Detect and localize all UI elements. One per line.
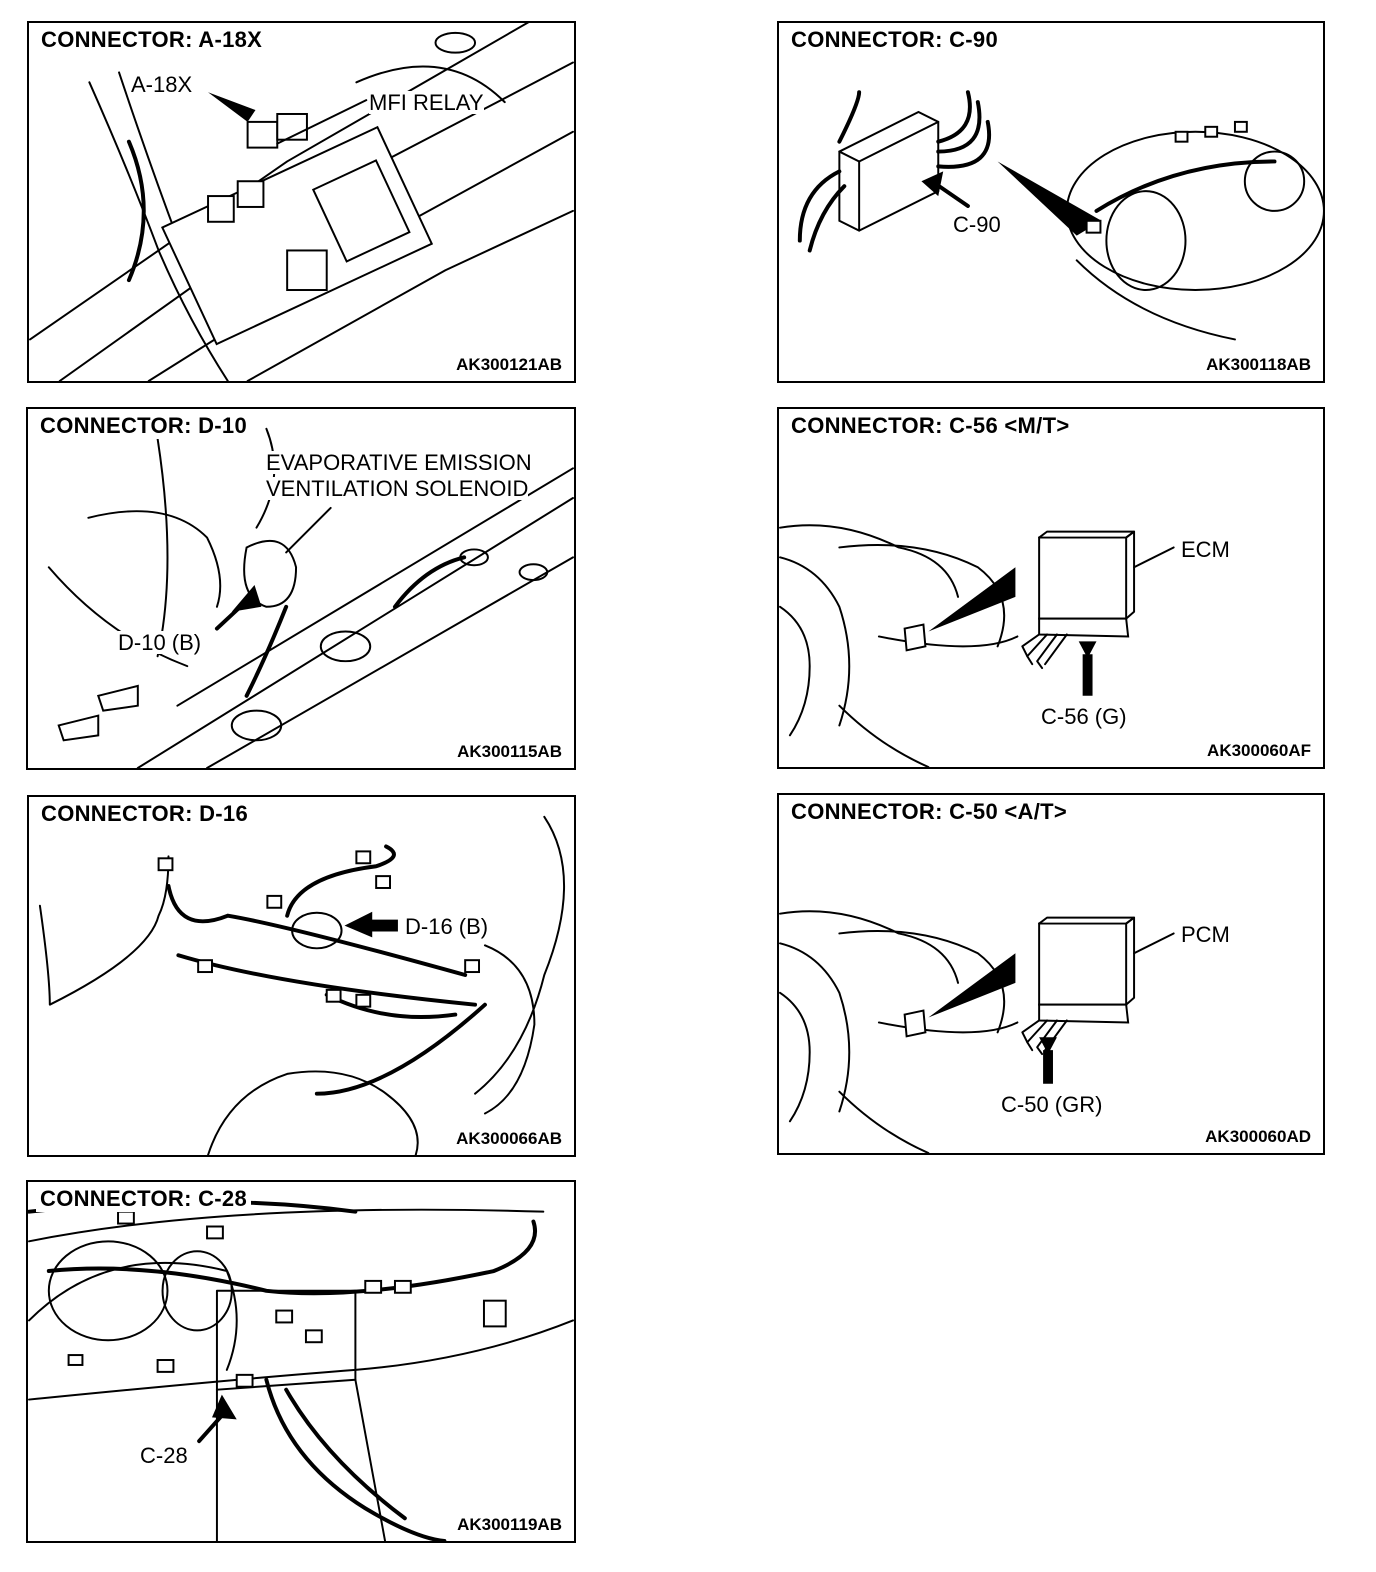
figure-code: AK300060AF: [1205, 741, 1313, 761]
part-label: ECM: [1181, 537, 1230, 562]
part-label-line1: EVAPORATIVE EMISSION: [266, 450, 532, 475]
figure-code: AK300121AB: [454, 355, 564, 375]
c56-illustration: [779, 524, 1175, 767]
panel-title: CONNECTOR: C-56 <M/T>: [787, 413, 1074, 439]
connector-label: C-56 (G): [1041, 704, 1127, 729]
figure-code: AK300115AB: [455, 742, 564, 762]
connector-label: D-16 (B): [405, 914, 489, 939]
connector-panel-d16: CONNECTOR: D-16 D-16 (B) AK300066AB: [27, 795, 576, 1157]
figure-code: AK300066AB: [454, 1129, 564, 1149]
panel-title: CONNECTOR: C-28: [36, 1186, 252, 1212]
c50-illustration: [779, 910, 1175, 1153]
connector-panel-c50: CONNECTOR: C-50 <A/T> PCM C-50 (GR) AK30…: [777, 793, 1325, 1155]
figure-code: AK300060AD: [1203, 1127, 1313, 1147]
panel-title: CONNECTOR: D-16: [37, 801, 253, 827]
connector-label: C-90: [953, 212, 1001, 237]
connector-label: C-28: [140, 1443, 188, 1468]
c28-illustration: [28, 1199, 574, 1541]
figure-code: AK300119AB: [455, 1515, 564, 1535]
connector-panel-c28: CONNECTOR: C-28 C-28 AK300119AB: [26, 1180, 576, 1543]
connector-panel-c90: CONNECTOR: C-90 C-90 AK300118AB: [777, 21, 1325, 383]
connector-panel-c56: CONNECTOR: C-56 <M/T> ECM C-56 (G) AK300…: [777, 407, 1325, 769]
c90-illustration: [797, 90, 1323, 341]
figure-code: AK300118AB: [1204, 355, 1313, 375]
panel-title: CONNECTOR: D-10: [36, 413, 252, 439]
panel-title: CONNECTOR: C-50 <A/T>: [787, 799, 1072, 825]
d16-illustration: [38, 815, 566, 1155]
part-label: MFI RELAY: [369, 90, 484, 115]
panel-title: CONNECTOR: C-90: [787, 27, 1003, 53]
connector-label: C-50 (GR): [1001, 1092, 1103, 1117]
part-label-line2: VENTILATION SOLENOID: [266, 476, 529, 501]
connector-panel-d10: CONNECTOR: D-10 EVAPORATIVE EMISSION VEN…: [26, 407, 576, 770]
connector-label: A-18X: [131, 72, 193, 97]
connector-label: D-10 (B): [118, 630, 202, 655]
panel-title: CONNECTOR: A-18X: [37, 27, 267, 53]
connector-panel-a18x: CONNECTOR: A-18X A-18X MFI RELAY AK30012…: [27, 21, 576, 383]
a18x-illustration: [29, 23, 574, 381]
part-label: PCM: [1181, 922, 1230, 947]
